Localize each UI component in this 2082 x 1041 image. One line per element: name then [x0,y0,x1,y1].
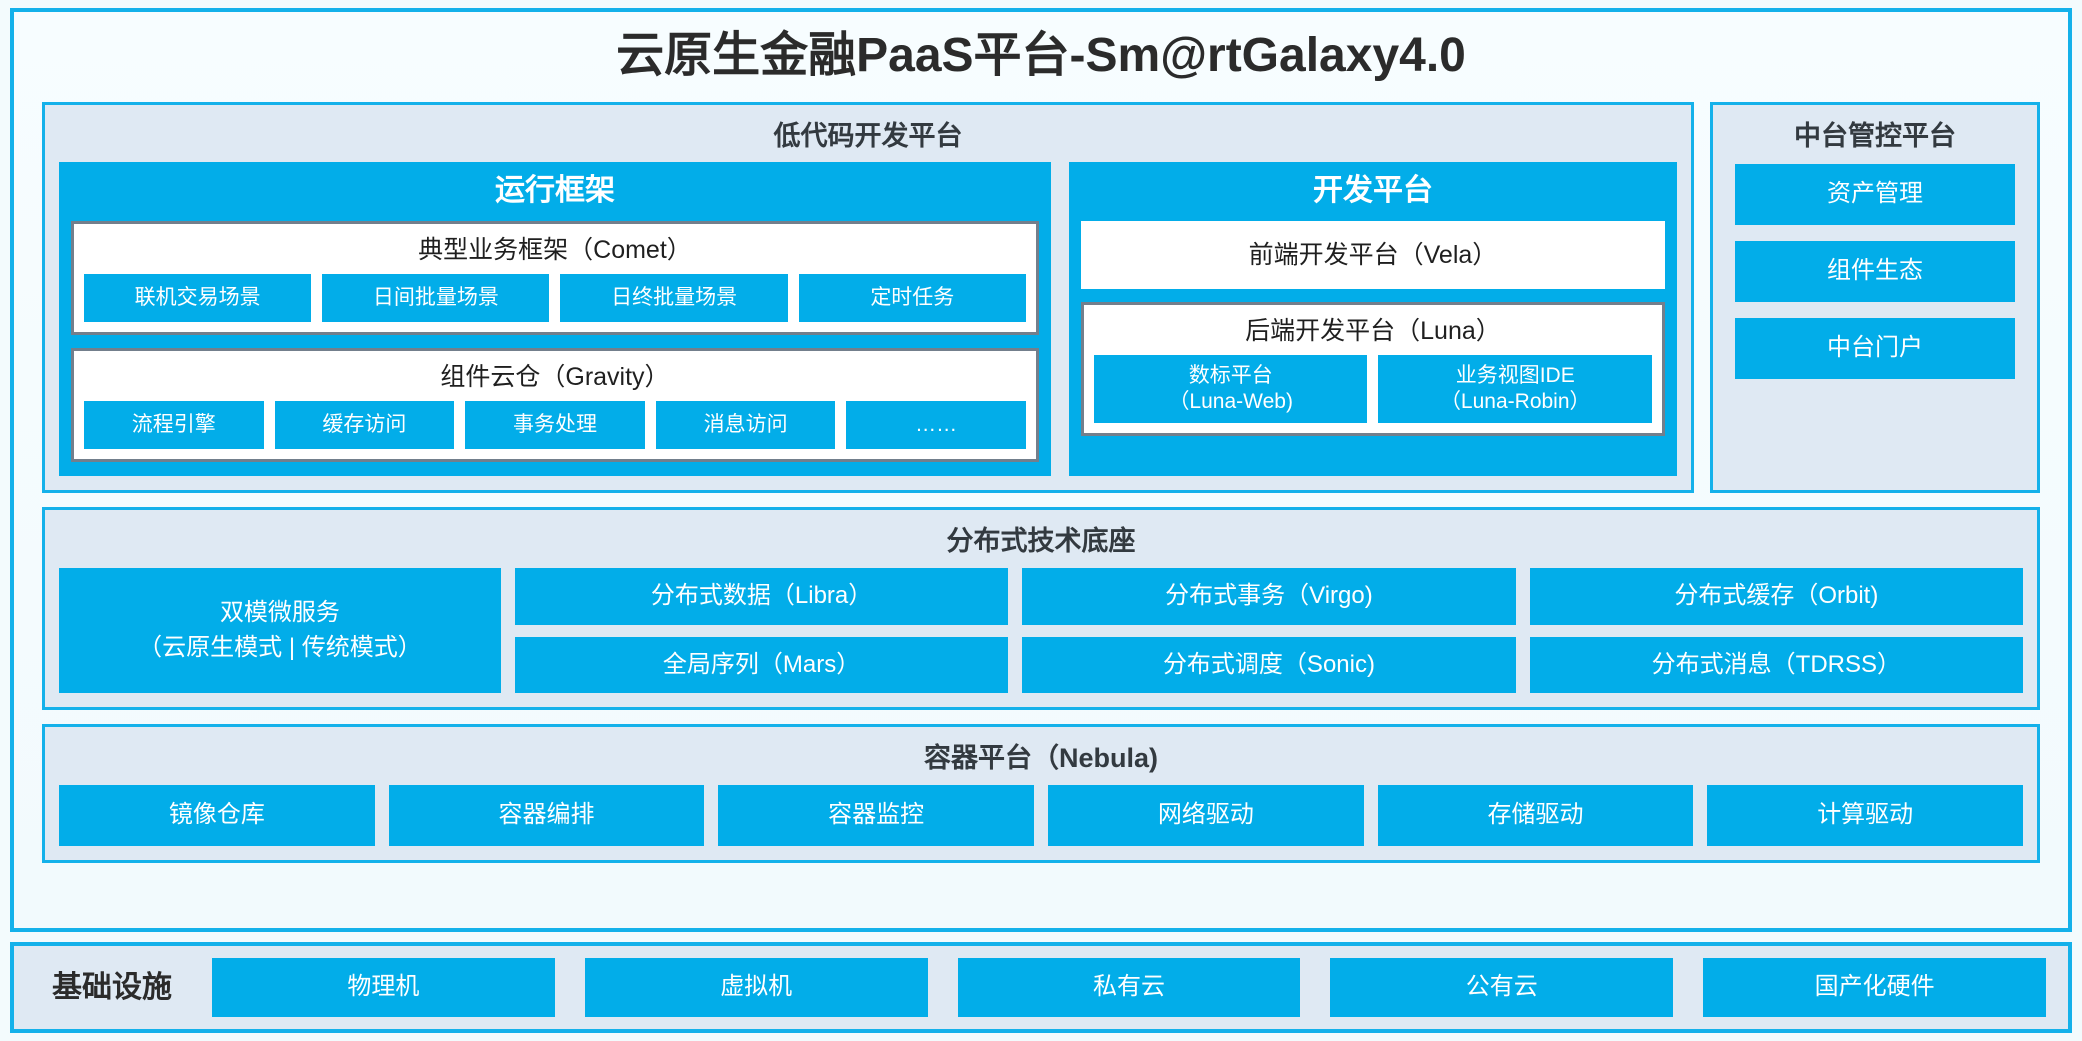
comet-item-online-transaction[interactable]: 联机交易场景 [84,273,312,323]
distributed-column-3: 分布式缓存（Orbit) 分布式消息（TDRSS） [1529,567,2024,694]
spacer-1 [42,493,2040,507]
lowcode-platform-section: 低代码开发平台 运行框架 典型业务框架（Comet） 联机交易场景 日间批量场景… [42,102,1694,494]
lowcode-panel: 低代码开发平台 运行框架 典型业务框架（Comet） 联机交易场景 日间批量场景… [42,102,1694,494]
runtime-framework-title: 运行框架 [494,174,615,208]
infrastructure-label: 基础设施 [52,970,172,1004]
container-item-storage-driver[interactable]: 存储驱动 [1377,784,1694,846]
development-platform-card: 开发平台 前端开发平台（Vela） 后端开发平台（Luna） 数标平台（Luna… [1068,162,1677,477]
infrastructure-items: 物理机 虚拟机 私有云 公有云 国产化硬件 [212,958,2046,1017]
container-item-orchestration[interactable]: 容器编排 [388,784,705,846]
container-item-network-driver[interactable]: 网络驱动 [1048,784,1364,846]
gravity-chip-row: 流程引擎 缓存访问 事务处理 消息访问 …… [84,401,1026,450]
dual-mode-line-2: （云原生模式 | 传统模式） [138,633,422,661]
infra-item-physical-machine[interactable]: 物理机 [212,958,555,1017]
lowcode-body: 运行框架 典型业务框架（Comet） 联机交易场景 日间批量场景 日终批量场景 … [59,162,1677,477]
comet-title: 典型业务框架（Comet） [418,235,692,264]
frontend-dev-platform-vela[interactable]: 前端开发平台（Vela） [1080,220,1665,289]
gravity-item-cache-access[interactable]: 缓存访问 [274,401,455,450]
control-platform-panel: 中台管控平台 资产管理 组件生态 中台门户 [1710,102,2040,494]
comet-chip-row: 联机交易场景 日间批量场景 日终批量场景 定时任务 [84,273,1026,323]
distributed-item-orbit[interactable]: 分布式缓存（Orbit) [1529,567,2024,625]
backend-dev-platform-luna-group: 后端开发平台（Luna） 数标平台（Luna-Web) 业务视图IDE（Luna… [1080,301,1665,437]
backend-dev-platform-title: 后端开发平台（Luna） [1245,316,1501,345]
control-item-component-ecosystem[interactable]: 组件生态 [1735,241,2015,302]
distributed-item-sonic[interactable]: 分布式调度（Sonic) [1022,636,1516,694]
control-item-portal[interactable]: 中台门户 [1735,317,2015,379]
infra-item-virtual-machine[interactable]: 虚拟机 [584,958,928,1017]
development-platform-title: 开发平台 [1312,174,1433,208]
gravity-group: 组件云仓（Gravity） 流程引擎 缓存访问 事务处理 消息访问 …… [71,348,1039,463]
luna-chip-row: 数标平台（Luna-Web) 业务视图IDE（Luna-Robin） [1093,354,1652,424]
infra-item-public-cloud[interactable]: 公有云 [1330,958,1674,1017]
distributed-body: 双模微服务 （云原生模式 | 传统模式） 分布式数据（Libra） 全局序列（M… [59,567,2024,694]
spacer-2 [42,710,2040,724]
container-item-compute-driver[interactable]: 计算驱动 [1707,784,2024,846]
infra-item-private-cloud[interactable]: 私有云 [957,958,1301,1017]
gravity-item-transaction-processing[interactable]: 事务处理 [465,401,645,450]
page-title: 云原生金融PaaS平台-Sm@rtGalaxy4.0 [616,29,1466,82]
gravity-item-message-access[interactable]: 消息访问 [655,401,836,450]
luna-item-luna-robin[interactable]: 业务视图IDE（Luna-Robin） [1378,354,1652,424]
distributed-item-mars[interactable]: 全局序列（Mars） [514,636,1009,694]
distributed-item-dual-mode-microservice[interactable]: 双模微服务 （云原生模式 | 传统模式） [59,567,501,694]
distributed-foundation-panel: 分布式技术底座 双模微服务 （云原生模式 | 传统模式） 分布式数据（Libra… [42,507,2040,711]
container-items-row: 镜像仓库 容器编排 容器监控 网络驱动 存储驱动 计算驱动 [59,784,2024,846]
control-platform-title: 中台管控平台 [1794,121,1956,151]
comet-item-intraday-batch[interactable]: 日间批量场景 [322,273,550,323]
infra-item-domestic-hardware[interactable]: 国产化硬件 [1703,958,2046,1017]
distributed-item-virgo[interactable]: 分布式事务（Virgo) [1022,567,1516,625]
comet-item-eod-batch[interactable]: 日终批量场景 [560,273,788,323]
distributed-foundation-title: 分布式技术底座 [946,526,1136,557]
container-platform-panel: 容器平台（Nebula) 镜像仓库 容器编排 容器监控 网络驱动 存储驱动 计算… [42,724,2040,863]
distributed-item-tdrss[interactable]: 分布式消息（TDRSS） [1529,636,2024,694]
container-item-monitoring[interactable]: 容器监控 [718,784,1035,846]
luna-item-luna-web[interactable]: 数标平台（Luna-Web) [1093,354,1368,424]
gravity-title: 组件云仓（Gravity） [440,363,670,392]
distributed-column-2: 分布式事务（Virgo) 分布式调度（Sonic) [1022,567,1516,694]
dual-mode-line-1: 双模微服务 [219,598,340,626]
platform-outer-frame: 云原生金融PaaS平台-Sm@rtGalaxy4.0 低代码开发平台 运行框架 … [10,8,2072,933]
runtime-framework-card: 运行框架 典型业务框架（Comet） 联机交易场景 日间批量场景 日终批量场景 … [59,162,1051,477]
comet-item-scheduled-task[interactable]: 定时任务 [798,273,1026,323]
control-platform-section: 中台管控平台 资产管理 组件生态 中台门户 [1710,102,2040,494]
gravity-item-process-engine[interactable]: 流程引擎 [84,401,264,450]
lowcode-platform-title: 低代码开发平台 [773,121,963,151]
distributed-column-1: 分布式数据（Libra） 全局序列（Mars） [514,567,1009,694]
container-item-image-registry[interactable]: 镜像仓库 [59,784,375,846]
comet-group: 典型业务框架（Comet） 联机交易场景 日间批量场景 日终批量场景 定时任务 [71,220,1039,336]
container-platform-title: 容器平台（Nebula) [923,743,1158,774]
control-item-asset-management[interactable]: 资产管理 [1735,164,2015,226]
gravity-item-more[interactable]: …… [846,401,1026,450]
control-platform-items: 资产管理 组件生态 中台门户 [1727,162,2023,379]
infrastructure-bar: 基础设施 物理机 虚拟机 私有云 公有云 国产化硬件 [10,942,2072,1033]
top-row: 低代码开发平台 运行框架 典型业务框架（Comet） 联机交易场景 日间批量场景… [42,102,2040,494]
distributed-item-libra[interactable]: 分布式数据（Libra） [514,567,1009,625]
